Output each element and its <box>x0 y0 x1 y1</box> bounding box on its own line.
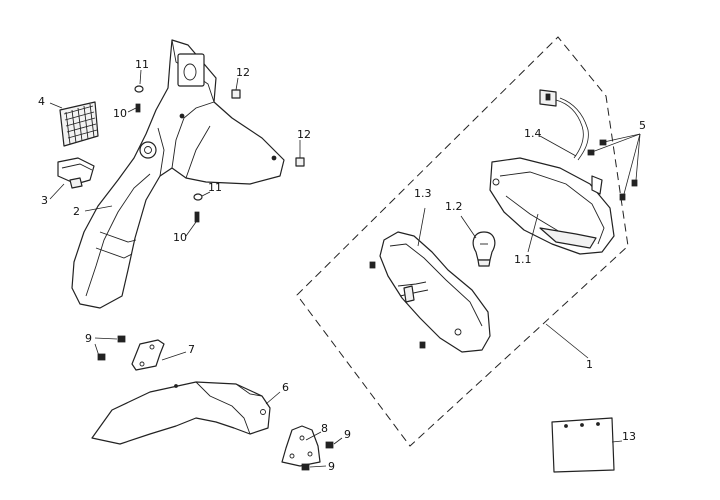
bolt-9-left-upper <box>117 335 126 343</box>
lamp-screws <box>587 139 638 201</box>
bolt-9-right-upper <box>325 441 334 449</box>
label-1-2: 1.2 <box>445 200 463 213</box>
inner-fender <box>91 381 271 445</box>
label-10-lower: 10 <box>173 231 187 244</box>
screw-10-upper <box>135 103 141 113</box>
washer-11-upper <box>134 85 144 93</box>
label-11-lower: 11 <box>208 181 222 194</box>
wiring-harness <box>539 89 589 161</box>
label-11-upper: 11 <box>135 58 149 71</box>
label-8: 8 <box>321 422 328 435</box>
label-5: 5 <box>639 119 646 132</box>
label-9-right-lower: 9 <box>328 460 335 473</box>
label-10-upper: 10 <box>113 107 127 120</box>
label-1-1: 1.1 <box>514 253 532 266</box>
mud-flap <box>551 417 615 473</box>
lens-screw-left <box>369 261 376 269</box>
label-9-right-upper: 9 <box>344 428 351 441</box>
lens-screw-bottom <box>419 341 426 349</box>
label-6: 6 <box>282 381 289 394</box>
bracket-8 <box>281 425 321 467</box>
leader-lines <box>49 69 641 468</box>
screw-10-lower <box>194 211 200 223</box>
label-9-left-upper: 9 <box>85 332 92 345</box>
assembly-boundary <box>296 36 629 447</box>
reflector <box>59 101 99 147</box>
label-12-lower: 12 <box>297 128 311 141</box>
label-3: 3 <box>41 194 48 207</box>
rear-fender <box>71 39 285 309</box>
label-4: 4 <box>38 95 45 108</box>
label-1-4: 1.4 <box>524 127 542 140</box>
part-labels: 4 3 2 11 10 12 12 11 10 9 7 6 8 9 9 13 1… <box>38 58 646 473</box>
washer-11-lower <box>193 193 203 201</box>
label-12-upper: 12 <box>236 66 250 79</box>
label-2: 2 <box>73 205 80 218</box>
turn-signal-lamp <box>57 157 95 189</box>
tail-lamp-housing <box>489 157 615 255</box>
tail-lamp-lens <box>379 231 491 353</box>
label-1: 1 <box>586 358 593 371</box>
label-7: 7 <box>188 343 195 356</box>
label-1-3: 1.3 <box>414 187 432 200</box>
bulb <box>472 231 496 267</box>
bolt-9-left-lower <box>97 353 106 361</box>
bolt-9-right-lower <box>301 463 310 471</box>
bracket-7 <box>131 339 165 371</box>
label-13: 13 <box>622 430 636 443</box>
nut-12-lower <box>295 157 305 167</box>
nut-12-upper <box>231 89 241 99</box>
